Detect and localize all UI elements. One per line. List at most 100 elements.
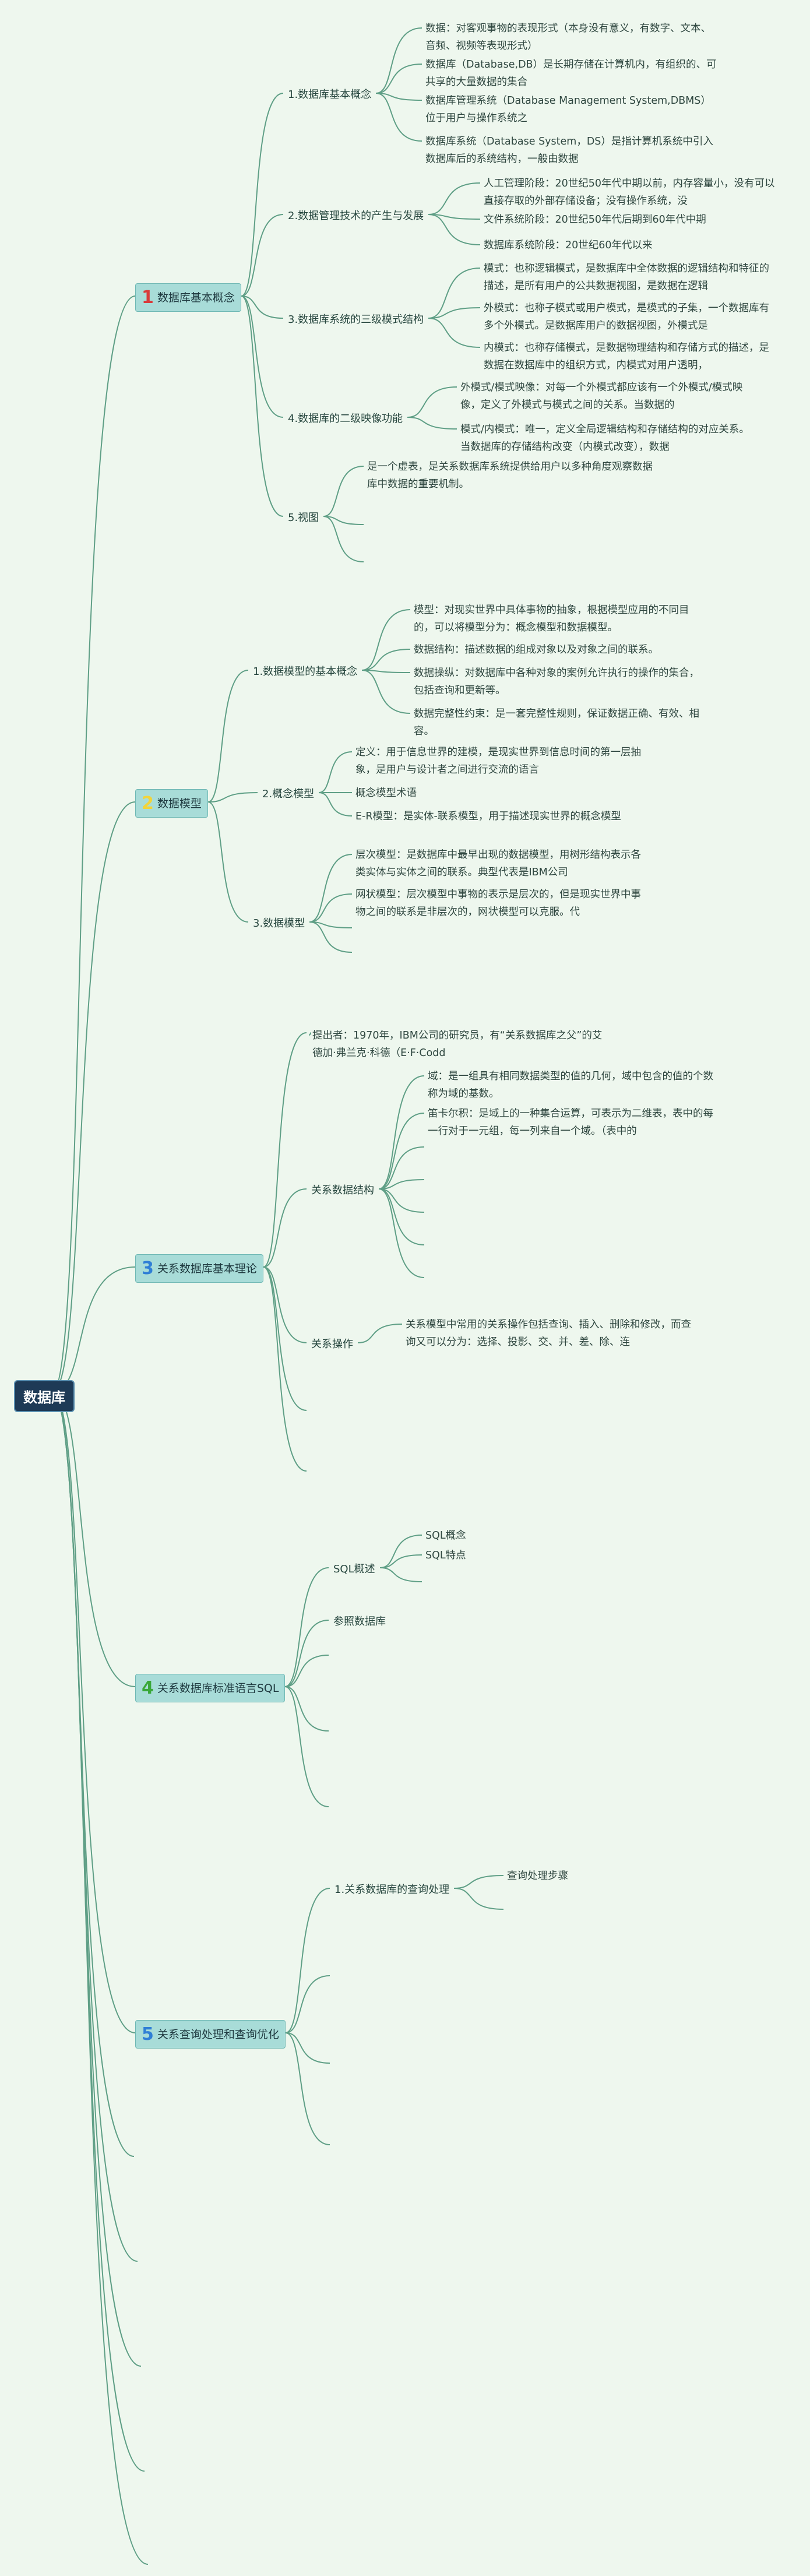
leaf-node[interactable]: 人工管理阶段：20世纪50年代中期以前，内存容量小，没有可以直接存取的外部存储设… (484, 178, 775, 207)
connector (263, 1188, 307, 1268)
subtopic-node[interactable]: SQL概述 (333, 1563, 375, 1575)
leaf-node[interactable]: 关系模型中常用的关系操作包括查询、插入、删除和修改，而查询又可以分为：选择、投影… (406, 1319, 691, 1348)
connector (207, 792, 258, 803)
connector (428, 307, 481, 319)
connector (241, 295, 284, 517)
connector (263, 1266, 307, 1472)
connector (375, 64, 422, 94)
connector (378, 1075, 425, 1190)
connector (52, 1391, 149, 2565)
connector (207, 801, 249, 923)
connector (379, 1535, 422, 1568)
subtopic-node[interactable]: 2.概念模型 (262, 788, 315, 800)
leaf-node[interactable]: 数据操纵：对数据库中各种对象的案例允许执行的操作的集合，包括查询和更新等。 (414, 667, 699, 696)
topic-label: 数据库基本概念 (157, 291, 235, 304)
leaf-node[interactable]: 域：是一组具有相同数据类型的值的几何，域中包含的值的个数称为域的基数。 (428, 1071, 713, 1100)
connector (284, 1655, 329, 1687)
subtopic-node[interactable]: 1.数据模型的基本概念 (253, 666, 358, 678)
leaf-node[interactable]: 层次模型：是数据库中最早出现的数据模型，用树形结构表示各类实体与实体之间的联系。… (355, 849, 641, 878)
leaf-node[interactable]: 笛卡尔积：是域上的一种集合运算，可表示为二维表，表中的每一行对于一元组，每一列来… (428, 1108, 713, 1137)
connector (241, 214, 284, 297)
subtopic-node[interactable]: 1.关系数据库的查询处理 (334, 1884, 450, 1896)
leaf-node[interactable]: 文件系统阶段：20世纪50年代后期到60年代中期 (484, 214, 706, 226)
connector (453, 1888, 504, 1910)
leaf-node[interactable]: 数据完整性约束：是一套完整性规则，保证数据正确、有效、相容。 (414, 708, 699, 737)
leaf-node[interactable]: 数据库系统阶段：20世纪60年代以来 (484, 240, 653, 251)
subtopic-node[interactable]: 参照数据库 (333, 1616, 386, 1628)
topic-number: 4 (142, 1678, 154, 1698)
connector (318, 751, 353, 793)
leaf-node[interactable]: 查询处理步骤 (507, 1870, 568, 1882)
connector (378, 1179, 425, 1190)
leaf-node[interactable]: 数据：对客观事物的表现形式（本身没有意义，有数字、文本、音频、视频等表现形式） (425, 23, 711, 52)
leaf-node[interactable]: E-R模型：是实体-联系模型，用于描述现实世界的概念模型 (355, 811, 621, 822)
leaf-node[interactable]: 网状模型：层次模型中事物的表示是层次的，但是现实世界中事物之间的联系是非层次的，… (355, 889, 641, 918)
connector (263, 1266, 307, 1411)
leaf-node[interactable]: 外模式/模式映像：对每一个外模式都应该有一个外模式/模式映像，定义了外模式与模式… (460, 382, 743, 411)
subtopic-node[interactable]: 4.数据库的二级映像功能 (288, 413, 403, 425)
connector (318, 792, 353, 817)
connector (284, 1567, 329, 1687)
connector (241, 295, 284, 319)
leaf-node[interactable]: 概念模型术语 (355, 787, 417, 799)
connector (241, 93, 284, 297)
leaf-node[interactable]: SQL概念 (425, 1530, 466, 1542)
connector (428, 214, 481, 220)
leaf-node[interactable]: 提出者：1970年，IBM公司的研究员，有“关系数据库之父”的艾德加·弗兰克·科… (312, 1030, 603, 1059)
connector (378, 1188, 425, 1245)
connector (52, 1391, 136, 2033)
leaf-node[interactable]: 定义：用于信息世界的建模，是现实世界到信息时间的第一层抽象，是用户与设计者之间进… (355, 747, 641, 776)
topic-number: 2 (142, 793, 154, 814)
connector (241, 295, 284, 418)
connector (453, 1875, 504, 1889)
connector (361, 609, 411, 671)
connector (284, 1686, 329, 1807)
topic-label: 关系数据库标准语言SQL (157, 1682, 279, 1695)
topic-label: 数据模型 (157, 797, 202, 810)
subtopic-node[interactable]: 2.数据管理技术的产生与发展 (288, 210, 424, 222)
root-node[interactable]: 数据库 (14, 1380, 75, 1412)
connector (375, 93, 422, 101)
leaf-node[interactable]: 内模式：也称存储模式，是数据物理结构和存储方式的描述，是数据在数据库中的组织方式… (484, 342, 769, 371)
leaf-node[interactable]: 数据库（Database,DB）是长期存储在计算机内，有组织的、可共享的大量数据… (425, 59, 717, 88)
subtopic-node[interactable]: 关系数据结构 (311, 1184, 374, 1196)
topic-number: 5 (142, 2024, 154, 2044)
subtopic-node[interactable]: 5.视图 (288, 512, 319, 524)
leaf-node[interactable]: SQL特点 (425, 1550, 466, 1561)
connector (284, 1686, 329, 1732)
leaf-node[interactable]: 外模式：也称子模式或用户模式，是模式的子集，一个数据库有多个外模式。是数据库用户… (484, 302, 769, 332)
connector (378, 1188, 425, 1213)
leaf-node[interactable]: 模式/内模式：唯一，定义全局逻辑结构和存储结构的对应关系。当数据库的存储结构改变… (460, 424, 749, 453)
leaf-node[interactable]: 数据库管理系统（Database Management System,DBMS）… (425, 95, 711, 124)
connector (263, 1266, 307, 1343)
topic-number: 1 (142, 287, 154, 308)
connector (323, 466, 364, 517)
topic-label: 关系数据库基本理论 (157, 1262, 257, 1275)
connector (263, 1032, 307, 1268)
connector (285, 2032, 330, 2064)
connector (52, 801, 136, 1392)
connector (361, 670, 411, 714)
connector (309, 854, 353, 923)
leaf-node[interactable]: 数据库系统（Database System，DS）是指计算机系统中引入数据库后的… (425, 136, 713, 165)
subtopic-node[interactable]: 关系操作 (311, 1338, 353, 1350)
topic-number: 3 (142, 1258, 154, 1279)
leaf-node[interactable]: 模式：也称逻辑模式，是数据库中全体数据的逻辑结构和特征的描述，是所有用户的公共数… (484, 263, 769, 292)
leaf-node[interactable]: 数据结构：描述数据的组成对象以及对象之间的联系。 (414, 644, 658, 656)
subtopic-node[interactable]: 3.数据库系统的三级模式结构 (288, 314, 424, 326)
connector (361, 670, 411, 673)
connector (309, 921, 353, 928)
leaf-node[interactable]: 模型：对现实世界中具体事物的抽象，根据模型应用的不同目的，可以将模型分为：概念模… (414, 604, 689, 634)
connector (52, 295, 136, 1392)
connector (52, 1391, 138, 2262)
leaf-node[interactable]: 是一个虚表，是关系数据库系统提供给用户以多种角度观察数据库中数据的重要机制。 (367, 461, 653, 490)
subtopic-node[interactable]: 3.数据模型 (253, 917, 305, 930)
subtopic-node[interactable]: 1.数据库基本概念 (288, 89, 372, 101)
